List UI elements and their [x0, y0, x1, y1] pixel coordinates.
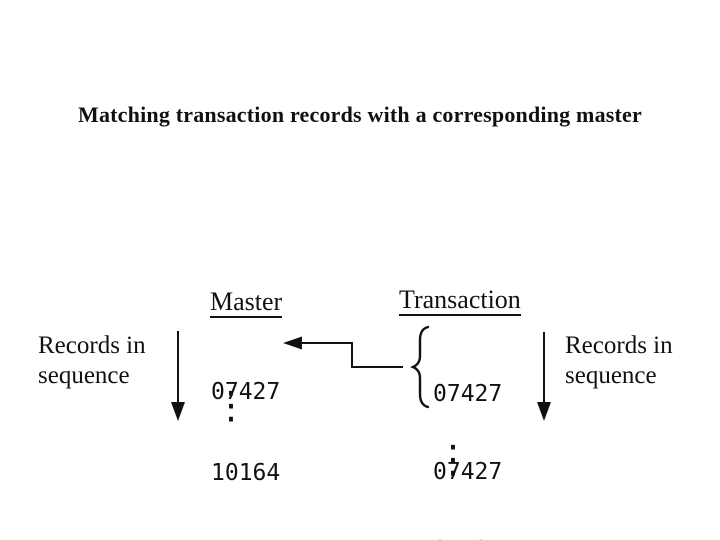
- right-sequence-label-line1: Records in: [565, 332, 673, 359]
- transaction-group-brace: [409, 325, 430, 409]
- transaction-grouped-record-2: 07427: [433, 459, 503, 485]
- left-sequence-arrow: [171, 331, 185, 421]
- master-column-header-wrap: Master: [210, 288, 283, 319]
- left-sequence-label-line1: Records in: [38, 332, 146, 359]
- master-column-header: Master: [210, 288, 283, 319]
- right-sequence-label-line2: sequence: [565, 362, 657, 389]
- right-sequence-arrow: [537, 332, 551, 421]
- figure-title: Matching transaction records with a corr…: [77, 102, 642, 127]
- transaction-grouped-record-1: 07427: [433, 381, 503, 407]
- left-sequence-label: Records in sequence: [38, 331, 146, 391]
- transaction-records: 07427 07427 07427 10164: [433, 329, 502, 540]
- transaction-ellipsis: ⋮: [434, 437, 472, 481]
- transaction-grouped-record-3: 07427: [433, 537, 502, 540]
- left-sequence-label-line2: sequence: [38, 362, 130, 389]
- transaction-column-header-wrap: Transaction: [399, 286, 521, 317]
- master-ellipsis: ⋮: [212, 383, 250, 427]
- transaction-column-header: Transaction: [399, 286, 521, 317]
- right-sequence-label: Records in sequence: [565, 331, 673, 391]
- match-arrow: [283, 336, 403, 368]
- master-record-1: 07427: [211, 379, 281, 405]
- master-record-2: 10164: [211, 460, 281, 486]
- master-records: 07427 10164: [211, 325, 280, 540]
